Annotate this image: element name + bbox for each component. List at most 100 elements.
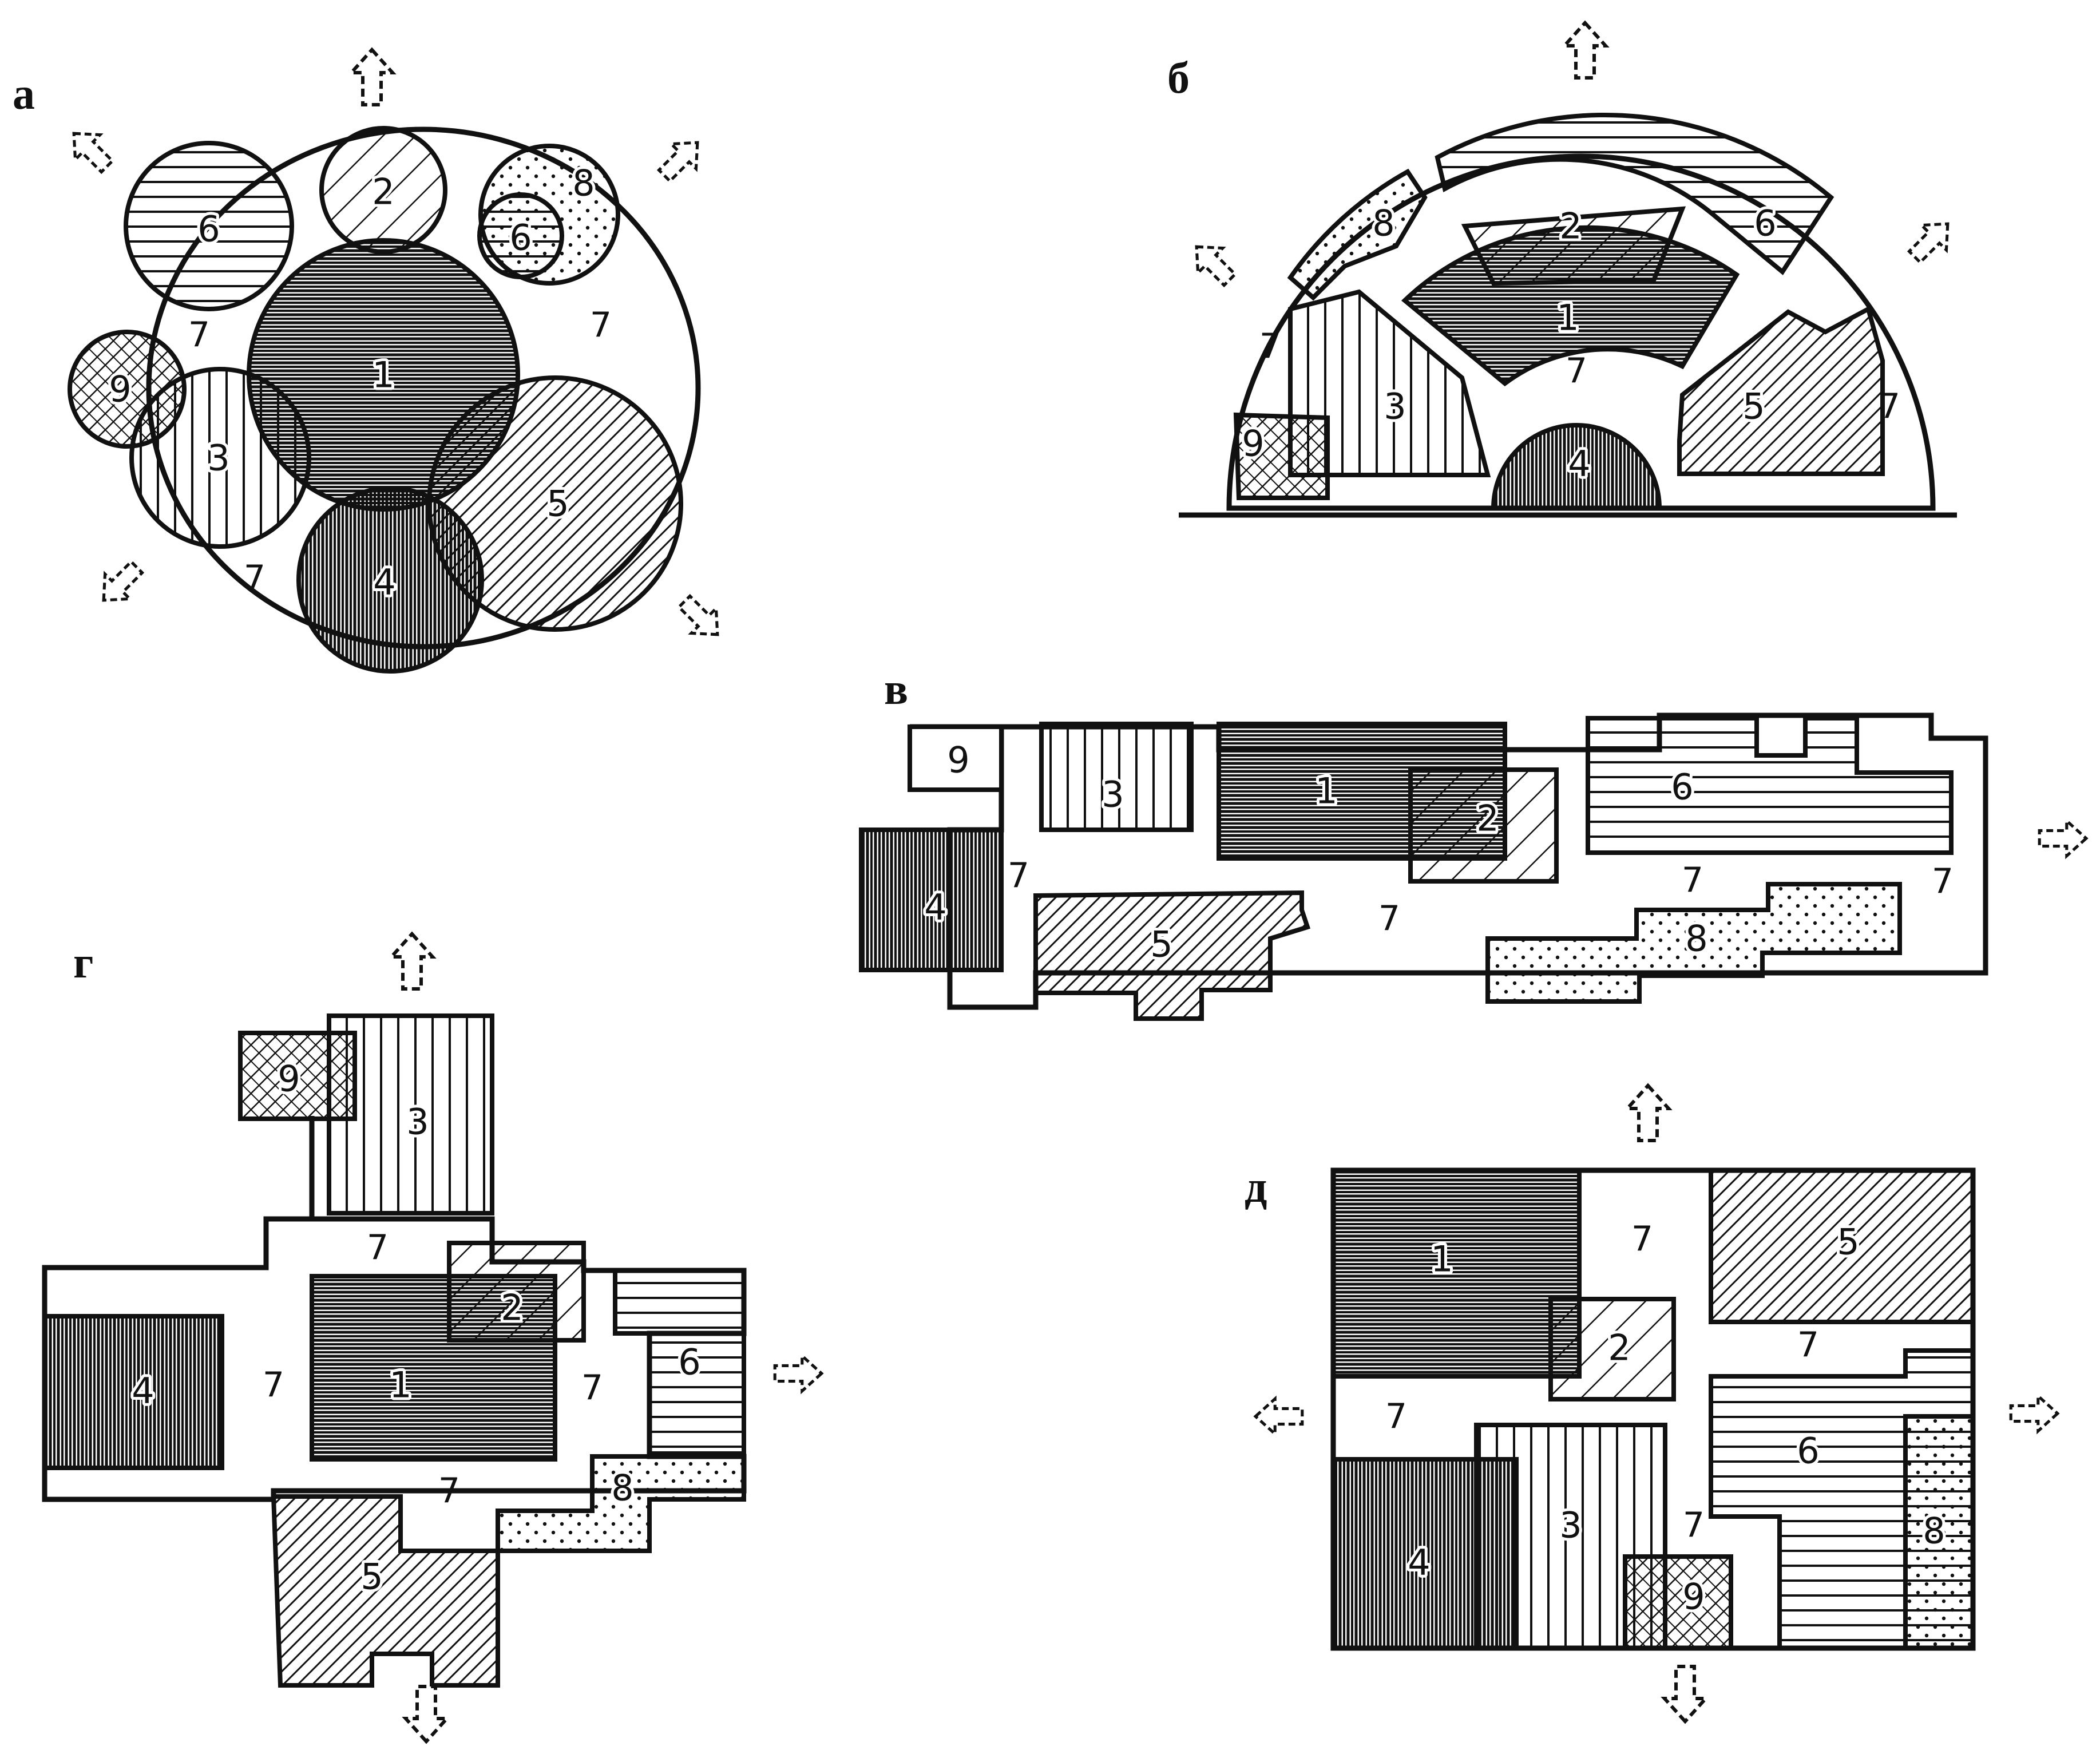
zone-4-a xyxy=(296,486,484,674)
label-3-d: 3 xyxy=(1559,1505,1582,1546)
label-4-g: 4 xyxy=(132,1370,154,1412)
label-2-g: 2 xyxy=(501,1287,523,1329)
exit-arrow-icon-v-right xyxy=(2039,821,2086,856)
label-8-d: 8 xyxy=(1923,1510,1945,1552)
label-6-g: 6 xyxy=(678,1341,700,1383)
label-7-v2: 7 xyxy=(1378,898,1400,939)
panel-a-letter: а xyxy=(13,69,35,118)
label-5-b: 5 xyxy=(1742,386,1765,427)
label-6b-a: 6 xyxy=(509,217,532,259)
label-7-g4: 7 xyxy=(438,1471,460,1511)
zone-4-b xyxy=(1491,423,1662,510)
zone-6-g xyxy=(613,1268,746,1456)
label-9-a: 9 xyxy=(109,369,131,410)
zone-2-v xyxy=(1408,767,1559,884)
label-8-v: 8 xyxy=(1685,918,1707,960)
label-6-d: 6 xyxy=(1797,1430,1819,1472)
label-7-d3: 7 xyxy=(1385,1396,1407,1436)
label-9-d: 9 xyxy=(1682,1576,1705,1618)
zone-5-v xyxy=(1033,890,1311,1021)
label-2-d: 2 xyxy=(1608,1327,1630,1369)
label-5-g: 5 xyxy=(360,1556,383,1598)
label-1-g: 1 xyxy=(389,1364,411,1406)
label-3-b: 3 xyxy=(1384,386,1406,427)
label-9-b: 9 xyxy=(1242,423,1264,465)
panel-a: а 6 2 8 6 9 3 1 5 4 7 7 7 xyxy=(13,50,730,674)
zone-8-g xyxy=(496,1454,746,1553)
zone-5-g xyxy=(271,1494,500,1688)
exit-arrow-icon-d-left xyxy=(1255,1399,1302,1434)
exit-arrow-icon-g-top xyxy=(391,934,433,989)
label-1-b: 1 xyxy=(1556,297,1579,339)
label-1-d: 1 xyxy=(1431,1238,1453,1280)
label-8-b: 8 xyxy=(1372,203,1394,244)
label-5-a: 5 xyxy=(546,483,569,525)
zone-4-g xyxy=(42,1314,224,1470)
label-7-a3: 7 xyxy=(244,558,266,598)
label-4-b: 4 xyxy=(1568,443,1590,485)
label-3-v: 3 xyxy=(1101,774,1124,815)
label-7-v4: 7 xyxy=(1932,861,1954,901)
exit-arrow-icon-d-right xyxy=(2011,1396,2058,1431)
exit-arrow-icon-b-left xyxy=(1184,235,1242,292)
zone-8-b xyxy=(1287,168,1428,301)
zone-9-b xyxy=(1233,412,1330,500)
label-4-a: 4 xyxy=(373,561,395,603)
zone-2-g xyxy=(447,1241,586,1343)
label-7-d4: 7 xyxy=(1683,1505,1705,1545)
exit-arrow-icon-a-top xyxy=(351,50,393,105)
panel-b-letter: б xyxy=(1167,53,1190,102)
exit-arrow-icon-d-bottom xyxy=(1665,1666,1706,1721)
zone-5-b xyxy=(1677,306,1885,476)
zone-6-v xyxy=(1586,716,1954,855)
label-6-v: 6 xyxy=(1671,766,1693,808)
exit-arrow-icon-b-top xyxy=(1564,23,1606,78)
zone-6-b xyxy=(1435,112,1834,275)
zone-8-v xyxy=(1485,882,1902,1004)
zone-3-g xyxy=(327,1013,494,1216)
exit-arrow-icon-g-bottom xyxy=(406,1686,447,1741)
label-3-g: 3 xyxy=(406,1101,429,1143)
zone-2-b xyxy=(1461,206,1686,286)
zone-3-v xyxy=(1039,722,1194,832)
panel-v: в 9 3 1 2 6 4 5 8 7 7 7 7 xyxy=(859,664,2086,1021)
label-7-v3: 7 xyxy=(1682,860,1703,900)
label-7-a2: 7 xyxy=(590,305,612,345)
label-7-a1: 7 xyxy=(188,315,210,355)
exit-arrow-icon-a-tl xyxy=(62,121,120,179)
exit-arrow-icon-a-tr xyxy=(652,130,710,188)
label-7-d1: 7 xyxy=(1631,1219,1653,1259)
zone-6-a xyxy=(124,141,294,311)
label-7-d2: 7 xyxy=(1797,1325,1819,1365)
panel-g: г 9 3 4 1 2 6 8 5 7 7 7 7 xyxy=(42,934,822,1741)
label-4-d: 4 xyxy=(1408,1542,1430,1583)
exit-arrow-icon-d-top xyxy=(1627,1086,1669,1141)
panel-b: б 2 6 8 1 3 4 5 9 7 7 7 xyxy=(1167,23,1960,518)
label-4-v: 4 xyxy=(924,886,946,928)
zone-9-d xyxy=(1623,1554,1733,1650)
label-7-g2: 7 xyxy=(263,1365,284,1405)
panel-g-letter: г xyxy=(73,937,93,987)
label-1-v: 1 xyxy=(1315,770,1337,812)
exit-arrow-icon-a-br xyxy=(672,589,730,647)
panel-d-letter: д xyxy=(1245,1162,1267,1211)
label-5-d: 5 xyxy=(1837,1221,1859,1263)
label-2-a: 2 xyxy=(372,171,394,213)
zone-1-d xyxy=(1331,1168,1582,1379)
zone-5-d xyxy=(1709,1168,1975,1324)
exit-arrow-icon-g-right xyxy=(775,1356,822,1391)
label-5-v: 5 xyxy=(1150,924,1172,965)
panel-d: д 1 2 5 6 8 4 3 9 7 7 7 7 xyxy=(1245,1086,2058,1721)
label-9-g: 9 xyxy=(278,1058,300,1100)
label-7-v1: 7 xyxy=(1008,856,1029,896)
zone-6b-a xyxy=(477,192,564,279)
label-7-b3: 7 xyxy=(1879,386,1900,426)
exit-arrow-icon-b-right xyxy=(1903,212,1960,270)
label-9-v: 9 xyxy=(947,739,969,781)
label-6-a: 6 xyxy=(197,208,220,250)
label-7-g1: 7 xyxy=(367,1228,389,1268)
label-2-b: 2 xyxy=(1559,205,1582,247)
label-8-g: 8 xyxy=(611,1467,633,1509)
label-7-b1: 7 xyxy=(1259,326,1281,366)
